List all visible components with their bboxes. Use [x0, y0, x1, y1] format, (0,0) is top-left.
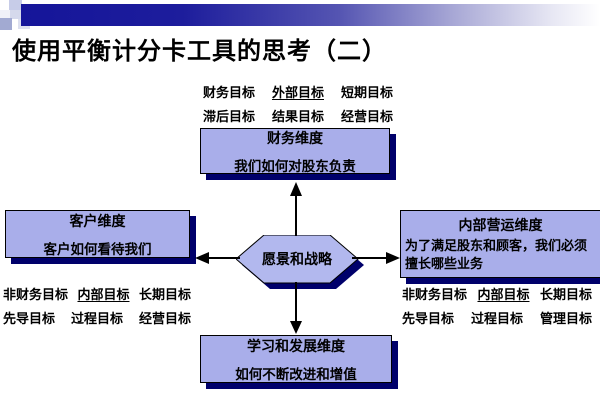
decor-square	[0, 18, 12, 30]
arrow-right-head	[386, 252, 400, 264]
vision-strategy-hexagon: 愿景和战略	[236, 235, 364, 291]
slide-title: 使用平衡计分卡工具的思考（二）	[12, 38, 387, 65]
objective-label: 短期目标	[340, 85, 393, 100]
decor-square	[10, 10, 21, 19]
box-subtitle: 客户如何看待我们	[43, 241, 152, 257]
box-subtitle: 我们如何对股东负责	[234, 158, 356, 174]
hexagon-shape	[236, 235, 364, 289]
objectives-row: 非财务目标 内部目标 长期目标	[402, 284, 592, 303]
objective-label: 内部目标	[77, 287, 130, 302]
objective-label: 财务目标	[203, 85, 256, 100]
internal-operations-dimension-box: 内部营运维度 为了满足股东和顾客，我们必须擅长哪些业务	[400, 210, 600, 278]
objectives-row: 非财务目标 内部目标 长期目标	[3, 284, 191, 303]
decor-square	[9, 0, 22, 11]
objective-label: 先导目标	[3, 311, 56, 326]
arrow-down-head	[290, 321, 302, 334]
objective-label: 过程目标	[70, 311, 123, 326]
box-title: 客户维度	[69, 212, 126, 229]
objective-label: 结果目标	[271, 109, 324, 124]
objectives-row: 先导目标 过程目标 经营目标	[3, 308, 191, 327]
financial-objectives-block: 财务目标 外部目标 短期目标 滞后目标 结果目标 经营目标	[203, 82, 393, 125]
customer-dimension-box: 客户维度 客户如何看待我们	[5, 210, 190, 258]
box-title: 内部营运维度	[458, 217, 543, 234]
box-subtitle: 为了满足股东和顾客，我们必须擅长哪些业务	[405, 238, 588, 271]
objectives-row: 滞后目标 结果目标 经营目标	[203, 106, 393, 125]
objective-label: 管理目标	[539, 311, 592, 326]
box-title: 财务维度	[267, 129, 323, 146]
box-title: 学习和发展维度	[247, 337, 345, 354]
box-subtitle: 如何不断改进和增值	[235, 366, 357, 382]
objective-label: 先导目标	[402, 311, 455, 326]
hexagon-label: 愿景和战略	[262, 251, 332, 267]
objectives-row: 先导目标 过程目标 管理目标	[402, 308, 592, 327]
objective-label: 过程目标	[470, 311, 523, 326]
objective-label: 经营目标	[340, 109, 393, 124]
objective-label: 长期目标	[539, 287, 592, 302]
customer-objectives-block: 非财务目标 内部目标 长期目标 先导目标 过程目标 经营目标	[3, 284, 191, 327]
financial-dimension-box: 财务维度 我们如何对股东负责	[200, 128, 390, 174]
objective-label: 外部目标	[271, 85, 324, 100]
objective-label: 内部目标	[477, 287, 530, 302]
arrow-up-head	[290, 182, 302, 196]
objectives-row: 财务目标 外部目标 短期目标	[203, 82, 393, 101]
objective-label: 经营目标	[138, 311, 191, 326]
internal-objectives-block: 非财务目标 内部目标 长期目标 先导目标 过程目标 管理目标	[402, 284, 592, 327]
learning-growth-dimension-box: 学习和发展维度 如何不断改进和增值	[200, 335, 392, 383]
decor-square	[0, 10, 10, 19]
arrow-left-head	[195, 252, 209, 264]
hexagon-face	[236, 235, 359, 284]
objective-label: 长期目标	[138, 287, 191, 302]
objective-label: 非财务目标	[402, 287, 468, 302]
objective-label: 滞后目标	[203, 109, 256, 124]
gradient-banner	[21, 4, 600, 26]
objective-label: 非财务目标	[3, 287, 69, 302]
